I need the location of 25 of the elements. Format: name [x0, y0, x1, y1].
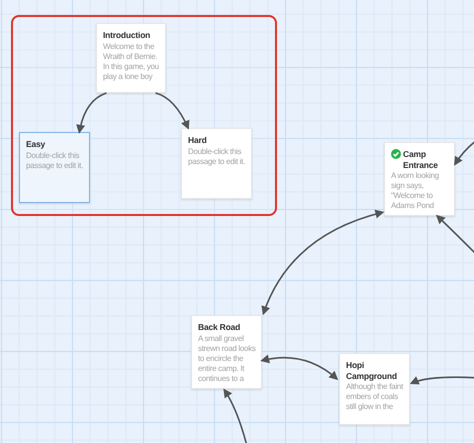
arrow: [410, 376, 474, 385]
passage-excerpt: Double-click this passage to edit it.: [26, 150, 84, 170]
passage-title: Introduction: [103, 30, 150, 40]
arrow: [76, 92, 107, 134]
passage-title: Back Road: [198, 322, 240, 332]
passage-title: Easy: [26, 139, 46, 150]
arrow: [260, 354, 338, 380]
arrow: [155, 92, 190, 130]
passage-card: [19, 132, 90, 203]
arrow: [223, 388, 249, 443]
passage-card: [339, 353, 410, 425]
passage-excerpt: A worn looking sign says, "Welcome to Adams Pond: [391, 171, 440, 211]
highlight-frame: [11, 15, 277, 216]
passage-title: Hard: [188, 135, 207, 146]
passage-title: Camp Entrance: [403, 149, 439, 170]
passage-excerpt: Although the faint embers of coals still glow in the: [346, 382, 404, 412]
passage-excerpt: Double-click this passage to edit it.: [188, 146, 246, 166]
passage-excerpt: A small gravel strewn road looks to encircle the entire camp. It continues to a: [198, 334, 256, 384]
passage-card: [384, 142, 455, 216]
passage-card: [181, 128, 252, 199]
arrow: [262, 210, 384, 316]
passage-title: Hopi Campground: [346, 360, 398, 381]
passage-card: [96, 23, 166, 93]
passage-excerpt: Welcome to the Wraith of Bernie. In this game, you play a lone boy: [103, 42, 160, 82]
passage-card: [191, 315, 262, 388]
